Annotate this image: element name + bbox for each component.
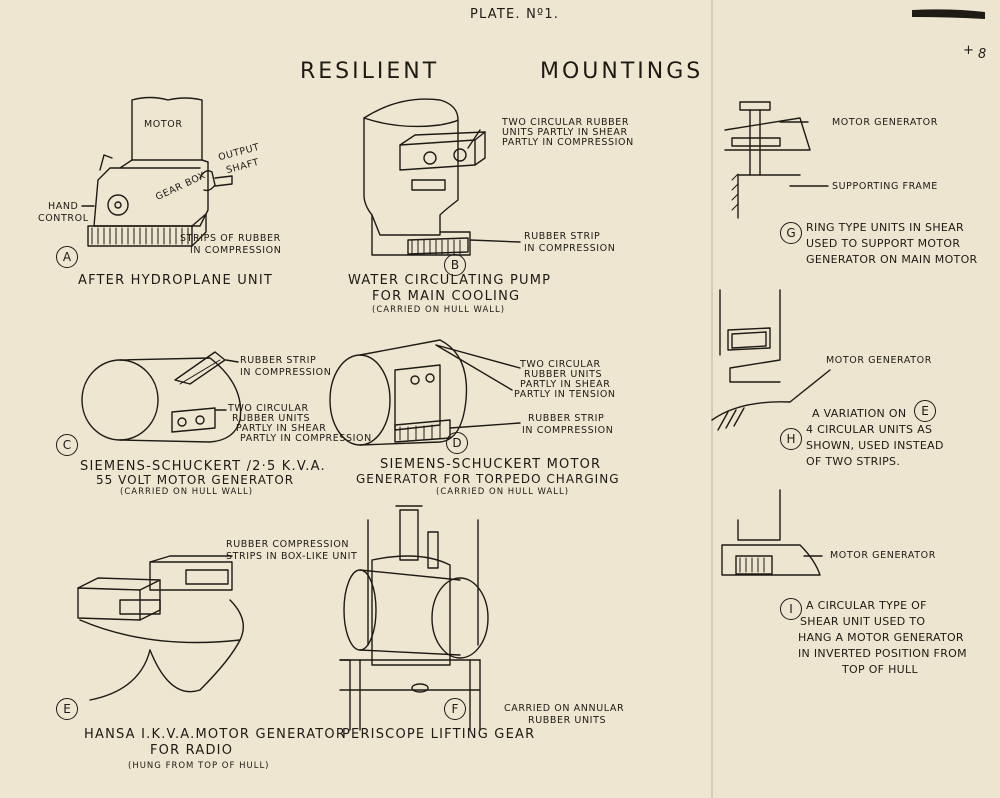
plate-number: PLATE. Nº1.: [470, 7, 560, 22]
fig-g-supporting-frame-label: SUPPORTING FRAME: [832, 181, 938, 192]
fig-a-hand-label: HAND: [48, 201, 79, 212]
fig-h-text-2: 4 CIRCULAR UNITS AS: [806, 423, 933, 436]
corner-mark: +: [963, 43, 976, 58]
fig-d-strip-label-2: IN COMPRESSION: [522, 425, 614, 436]
fig-i-text-2: SHEAR UNIT USED TO: [800, 615, 926, 628]
fig-c-letter: C: [56, 434, 78, 456]
fig-g-text-3: GENERATOR ON MAIN MOTOR: [806, 253, 978, 266]
fig-a-caption: AFTER HYDROPLANE UNIT: [78, 273, 274, 288]
figure-h-drawing: [711, 289, 831, 431]
fig-h-text-1: A VARIATION ON: [812, 407, 907, 420]
fig-d-strip-label-1: RUBBER STRIP: [528, 413, 605, 424]
fig-f-note-1: CARRIED ON ANNULAR: [504, 703, 625, 714]
fig-i-text-1: A CIRCULAR TYPE OF: [806, 599, 927, 612]
figure-c-drawing: [81, 351, 242, 443]
fig-d-units-label-2: RUBBER UNITS: [524, 369, 603, 380]
fig-i-motor-generator-label: MOTOR GENERATOR: [830, 550, 936, 561]
fig-h-motor-generator-label: MOTOR GENERATOR: [826, 355, 932, 366]
fig-e-letter: E: [56, 698, 78, 720]
fig-b-strip-label-1: RUBBER STRIP: [524, 231, 601, 242]
fig-a-letter: A: [56, 246, 78, 268]
fig-b-caption-2: FOR MAIN COOLING: [372, 289, 521, 304]
fig-c-strip-label-2: IN COMPRESSION: [240, 367, 332, 378]
figure-e-drawing: [77, 555, 244, 701]
fig-i-text-4: IN INVERTED POSITION FROM: [798, 647, 967, 660]
figure-d-drawing: [329, 339, 521, 446]
fig-h-text-3: SHOWN, USED INSTEAD: [806, 439, 944, 452]
fig-c-caption-2: 55 VOLT MOTOR GENERATOR: [96, 473, 295, 487]
figure-a-drawing: [81, 96, 233, 247]
fig-e-strips-label-1: RUBBER COMPRESSION: [226, 539, 350, 550]
fig-b-strip-label-2: IN COMPRESSION: [524, 243, 616, 254]
fig-h-ref-letter: E: [914, 400, 936, 422]
fig-i-letter: I: [780, 598, 802, 620]
fig-i-text-5: TOP OF HULL: [842, 663, 918, 676]
fig-e-note: (HUNG FROM TOP OF HULL): [128, 761, 270, 771]
fig-c-units-label-1: TWO CIRCULAR: [228, 403, 309, 414]
fig-c-note: (CARRIED ON HULL WALL): [120, 487, 254, 497]
fig-g-letter: G: [780, 222, 802, 244]
figure-i-drawing: [721, 489, 823, 576]
figure-b-drawing: [363, 98, 521, 256]
figure-f-drawing: [339, 505, 489, 731]
fig-b-units-label-1: TWO CIRCULAR RUBBER: [502, 117, 630, 128]
fig-g-text-2: USED TO SUPPORT MOTOR: [806, 237, 961, 250]
fig-c-units-label-4: PARTLY IN COMPRESSION: [240, 433, 372, 444]
fig-b-units-label-3: PARTLY IN COMPRESSION: [502, 137, 634, 148]
figure-g-drawing: [724, 101, 829, 219]
fig-b-note: (CARRIED ON HULL WALL): [372, 305, 506, 315]
title-mountings: MOUNTINGS: [540, 59, 704, 84]
title-resilient: RESILIENT: [300, 59, 440, 84]
fig-h-text-4: OF TWO STRIPS.: [806, 455, 901, 468]
fig-c-units-label-3: PARTLY IN SHEAR: [236, 423, 327, 434]
fig-g-motor-generator-label: MOTOR GENERATOR: [832, 117, 938, 128]
fig-f-letter: F: [444, 698, 466, 720]
fig-h-letter: H: [780, 428, 802, 450]
fig-c-strip-label-1: RUBBER STRIP: [240, 355, 317, 366]
fig-d-note: (CARRIED ON HULL WALL): [436, 487, 570, 497]
fig-b-letter: B: [444, 254, 466, 276]
fig-a-compression-label: IN COMPRESSION: [190, 245, 282, 256]
fig-c-units-label-2: RUBBER UNITS: [232, 413, 311, 424]
fig-b-units-label-2: UNITS PARTLY IN SHEAR: [502, 127, 628, 138]
ink-smudge: [912, 9, 985, 19]
fig-b-caption-1: WATER CIRCULATING PUMP: [348, 273, 552, 288]
fig-d-caption-1: SIEMENS-SCHUCKERT MOTOR: [380, 457, 602, 472]
fig-e-caption-1: HANSA I.K.V.A.MOTOR GENERATOR: [84, 727, 347, 742]
fig-d-letter: D: [446, 432, 468, 454]
fig-a-motor-label: MOTOR: [144, 119, 183, 130]
fig-d-caption-2: GENERATOR FOR TORPEDO CHARGING: [356, 472, 620, 486]
fig-a-control-label: CONTROL: [38, 213, 89, 224]
fig-d-units-label-3: PARTLY IN SHEAR: [520, 379, 611, 390]
fig-f-caption: PERISCOPE LIFTING GEAR: [342, 727, 536, 742]
page-mark: 8: [978, 47, 988, 62]
fig-i-text-3: HANG A MOTOR GENERATOR: [798, 631, 964, 644]
fig-g-text-1: RING TYPE UNITS IN SHEAR: [806, 221, 964, 234]
fig-f-note-2: RUBBER UNITS: [528, 715, 607, 726]
fig-c-caption-1: SIEMENS-SCHUCKERT /2·5 K.V.A.: [80, 459, 326, 474]
fig-e-strips-label-2: STRIPS IN BOX-LIKE UNIT: [226, 551, 358, 562]
fig-e-caption-2: FOR RADIO: [150, 743, 234, 758]
folded-flap: [711, 0, 1000, 798]
fig-d-units-label-1: TWO CIRCULAR: [520, 359, 601, 370]
fig-a-strips-label: STRIPS OF RUBBER: [180, 233, 281, 244]
fig-d-units-label-4: PARTLY IN TENSION: [514, 389, 616, 400]
